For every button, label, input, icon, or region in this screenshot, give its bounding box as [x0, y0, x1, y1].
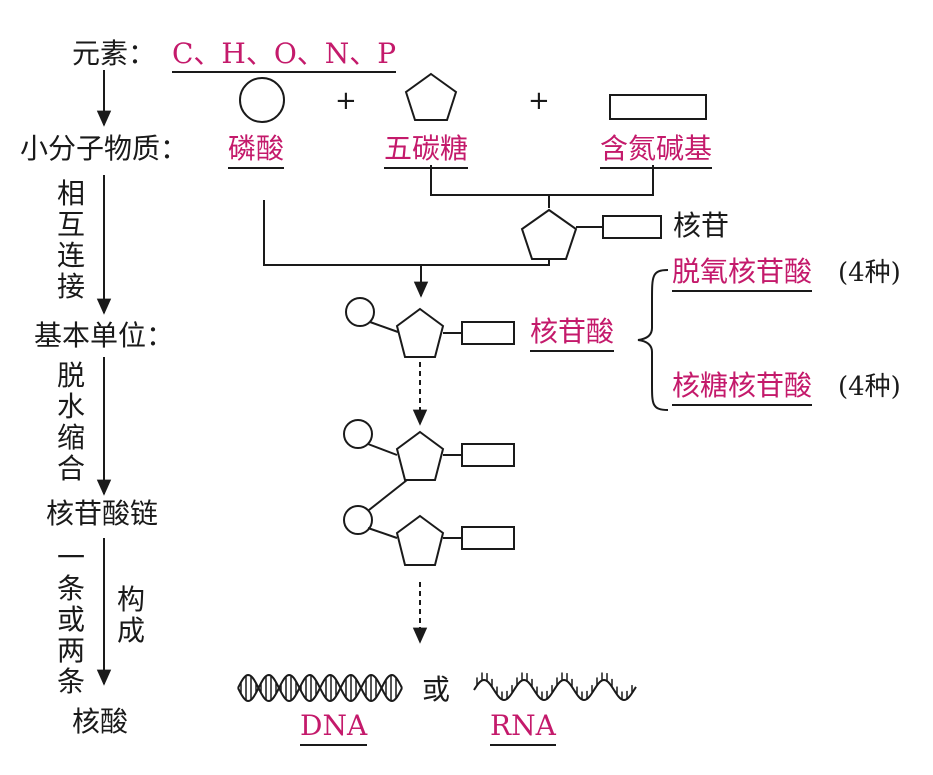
nucleic-acid-label: 核酸	[72, 705, 129, 738]
dna-label: DNA	[300, 712, 368, 746]
nucleoside-base-icon	[602, 215, 662, 239]
chain-phosphate-2-icon	[343, 505, 373, 535]
base-label: 含氮碱基	[600, 135, 713, 169]
step-form-label: 构成	[116, 583, 145, 647]
classification-brace	[637, 269, 669, 411]
combine-line	[263, 200, 550, 266]
rna-label: RNA	[490, 712, 556, 746]
chain-phosphate-1-icon	[343, 419, 373, 449]
phosphodiester-bond	[368, 479, 408, 511]
pentose-pentagon-icon	[404, 72, 458, 121]
ribo-nucleotide-label: 核糖核苷酸	[672, 372, 813, 406]
nucleoside-label: 核苷	[673, 209, 730, 242]
step-connect-label: 相互连接	[56, 177, 85, 303]
elements-label: 元素：	[72, 37, 157, 70]
or-label: 或	[422, 673, 451, 706]
basic-unit-label: 基本单位：	[34, 319, 175, 352]
elements-list: C、H、O、N、P	[172, 40, 397, 73]
small-molecules-label: 小分子物质：	[20, 132, 189, 165]
nucleoside-pentagon-icon	[520, 208, 578, 260]
chain-sugar-2-icon	[395, 514, 445, 566]
phosphate-circle-icon	[239, 77, 285, 123]
deoxy-nucleotide-label: 脱氧核苷酸	[672, 258, 813, 292]
phosphate-label: 磷酸	[228, 135, 285, 169]
sugar-base-bracket	[430, 165, 654, 196]
nucleotide-base-icon	[461, 321, 515, 345]
ribo-four-kinds: (4种)	[838, 372, 901, 402]
rna-strand-icon	[473, 672, 637, 702]
chain-base-2-icon	[461, 526, 515, 550]
plus-sign-2: +	[528, 86, 550, 116]
dna-helix-icon	[237, 674, 403, 702]
chain-base-1-icon	[461, 443, 515, 467]
step-dehydration-label: 脱水缩合	[56, 359, 85, 485]
pentose-label: 五碳糖	[384, 135, 469, 169]
chain-label: 核苷酸链	[46, 497, 159, 530]
plus-sign-1: +	[335, 86, 357, 116]
base-rectangle-icon	[609, 94, 707, 120]
step-strands-label: 一条或两条	[56, 541, 85, 698]
nucleotide-sugar-icon	[395, 307, 445, 358]
deoxy-four-kinds: (4种)	[838, 258, 901, 288]
nucleotide-phosphate-icon	[345, 297, 375, 327]
chain-sugar-1-icon	[395, 430, 445, 481]
nucleotide-label: 核苷酸	[530, 318, 615, 352]
